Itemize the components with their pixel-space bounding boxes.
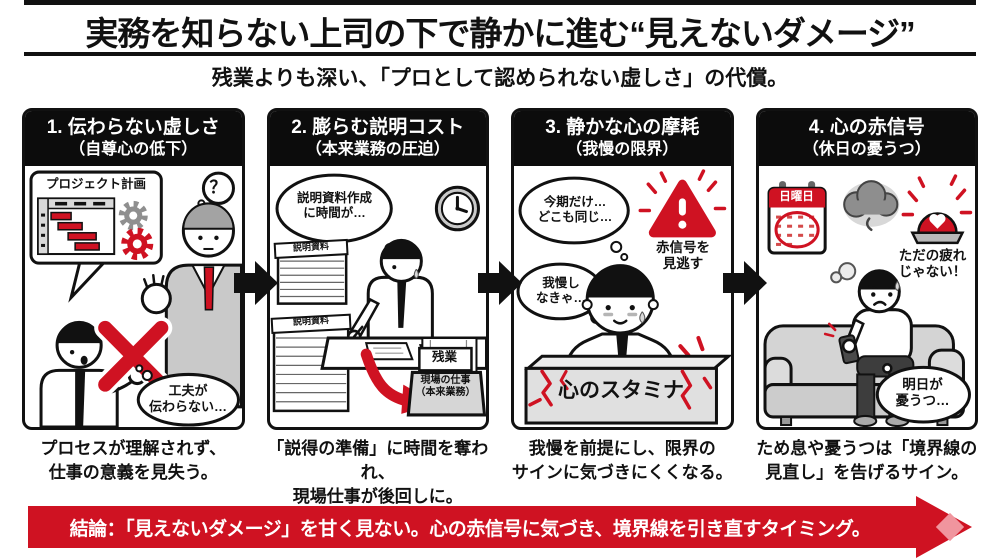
- panel-2-title: 2. 膨らむ説明コスト: [291, 117, 465, 138]
- panel-1-column: 1. 伝わらない虚しさ （自尊心の低下）: [22, 108, 245, 485]
- page-subtitle: 残業よりも深い、「プロとして認められない虚しさ」の代償。: [211, 67, 789, 90]
- panel-4: 4. 心の赤信号 （休日の憂うつ）: [755, 108, 978, 430]
- panel-1-caption: プロセスが理解されず、 仕事の意義を見失う。: [40, 439, 227, 482]
- monday-dread-label: 明日が 憂うつ…: [895, 376, 950, 409]
- panel-4-title: 4. 心の赤信号: [808, 117, 925, 138]
- panel-2-subtitle: （本来業務の圧迫）: [305, 140, 450, 158]
- overtime-box: [406, 336, 486, 417]
- calendar-sunday-label: 日曜日: [779, 190, 814, 203]
- panel-4-caption: ため息や憂うつは「境界線の 見直し」を告げるサイン。: [756, 439, 978, 482]
- plan-title-label: プロジェクト計画: [45, 176, 146, 191]
- panel-2: 2. 膨らむ説明コスト （本来業務の圧迫）: [266, 108, 489, 430]
- conclusion-text: 結論：「見えないダメージ」を甘く見ない。心の赤信号に気づき、境界線を引き直すタイ…: [69, 518, 871, 540]
- panel-1-header: 1. 伝わらない虚しさ （自尊心の低下）: [25, 111, 242, 166]
- warning-label: 赤信号を 見逃す: [656, 239, 710, 272]
- clock-icon: [434, 185, 480, 232]
- gantt-chart: [37, 197, 116, 255]
- panel-2-caption: 「説得の準備」に時間を奪われ、 現場仕事が後回しに。: [267, 439, 489, 506]
- top-border: [24, 0, 976, 5]
- fieldwork-box-label: 現場の仕事 （本来業務）: [415, 374, 476, 399]
- overtime-file-label: 残業: [431, 349, 457, 364]
- right-arrow-icon: [722, 261, 767, 305]
- arrow-gap-2: [478, 108, 522, 430]
- stamina-wall: [523, 335, 731, 425]
- paper-stack-top: [273, 238, 349, 305]
- question-mark-label: ？: [209, 177, 227, 197]
- panel-1-subtitle: （自尊心の低下）: [69, 140, 198, 158]
- panel-3-column: 3. 静かな心の摩耗 （我慢の限界）: [511, 108, 734, 485]
- monday-speech-bubble: [875, 362, 971, 424]
- right-arrow-icon: [478, 261, 522, 305]
- arrow-gap-1: [233, 108, 278, 430]
- panels-row: 1. 伝わらない虚しさ （自尊心の低下）: [22, 108, 978, 508]
- worker-speech-bubble: [135, 364, 240, 427]
- siren-icon: [901, 174, 972, 245]
- panel-3: 3. 静かな心の摩耗 （我慢の限界）: [511, 108, 734, 430]
- panel-4-column: 4. 心の赤信号 （休日の憂うつ）: [755, 108, 978, 485]
- thought-label: 説明資料作成 に時間が…: [296, 190, 372, 221]
- conclusion-banner-bar: [28, 506, 920, 548]
- panel-4-header: 4. 心の赤信号 （休日の憂うつ）: [758, 111, 975, 166]
- panel-4-body: 日曜日 ただの疲れ じゃない！ 明日が 憂うつ…: [759, 166, 976, 427]
- panel-1-body: プロジェクト計画 ？ 工夫が 伝わらない…: [25, 166, 242, 427]
- panel-3-header: 3. 静かな心の摩耗 （我慢の限界）: [514, 111, 731, 166]
- panel-1-title: 1. 伝わらない虚しさ: [46, 117, 220, 138]
- writer-figure: [345, 238, 434, 347]
- arrow-gap-3: [722, 108, 767, 430]
- panel-2-body: 説明資料作成 に時間が… 説明資料 説明資料 残業 現場の仕事 （本来業務）: [270, 166, 486, 427]
- plan-speech-bubble: [29, 170, 163, 303]
- panel-1-illustration: [29, 170, 242, 427]
- right-arrow-icon: [233, 261, 278, 305]
- thought-top-label: 今期だけ… どこも同じ…: [537, 194, 613, 225]
- panel-4-illustration: [763, 174, 972, 427]
- panel-3-title: 3. 静かな心の摩耗: [545, 117, 700, 138]
- warning-triangle-icon: [638, 169, 727, 238]
- boss-figure: [140, 202, 242, 409]
- panel-2-header: 2. 膨らむ説明コスト （本来業務の圧迫）: [269, 111, 486, 166]
- panel-2-illustration: [270, 173, 486, 417]
- thought-bubble-top: [518, 176, 630, 262]
- raised-hand-icon: [140, 273, 172, 315]
- gear-icon-red: [121, 227, 154, 261]
- conclusion-banner: 結論：「見えないダメージ」を甘く見ない。心の赤信号に気づき、境界線を引き直すタイ…: [28, 496, 972, 558]
- title-divider: [24, 52, 976, 56]
- not-just-tired-label: ただの疲れ じゃない！: [898, 247, 967, 280]
- panel-2-column: 2. 膨らむ説明コスト （本来業務の圧迫）: [266, 108, 489, 508]
- panel-3-subtitle: （我慢の限界）: [566, 140, 679, 158]
- panel-4-subtitle: （休日の憂うつ）: [802, 140, 931, 158]
- panel-3-caption: 我慢を前提にし、限界の サインに気づきにくくなる。: [511, 439, 733, 482]
- storm-cloud-icon: [842, 180, 899, 231]
- panel-1: 1. 伝わらない虚しさ （自尊心の低下）: [22, 108, 245, 430]
- panel-3-body: 今期だけ… どこも同じ… 我慢し なきゃ… 赤信号を 見逃す 心のスタミナ: [514, 166, 731, 427]
- page-title: 実務を知らない上司の下で静かに進む“見えないダメージ”: [85, 15, 915, 52]
- worker-speech-label: 工夫が 伝わらない…: [148, 382, 227, 414]
- calendar-icon: [767, 181, 827, 255]
- stamina-wall-label: 心のスタミナ: [558, 378, 684, 402]
- panel-3-illustration: [516, 169, 731, 425]
- thought-bottom-label: 我慢し なきゃ…: [535, 275, 586, 306]
